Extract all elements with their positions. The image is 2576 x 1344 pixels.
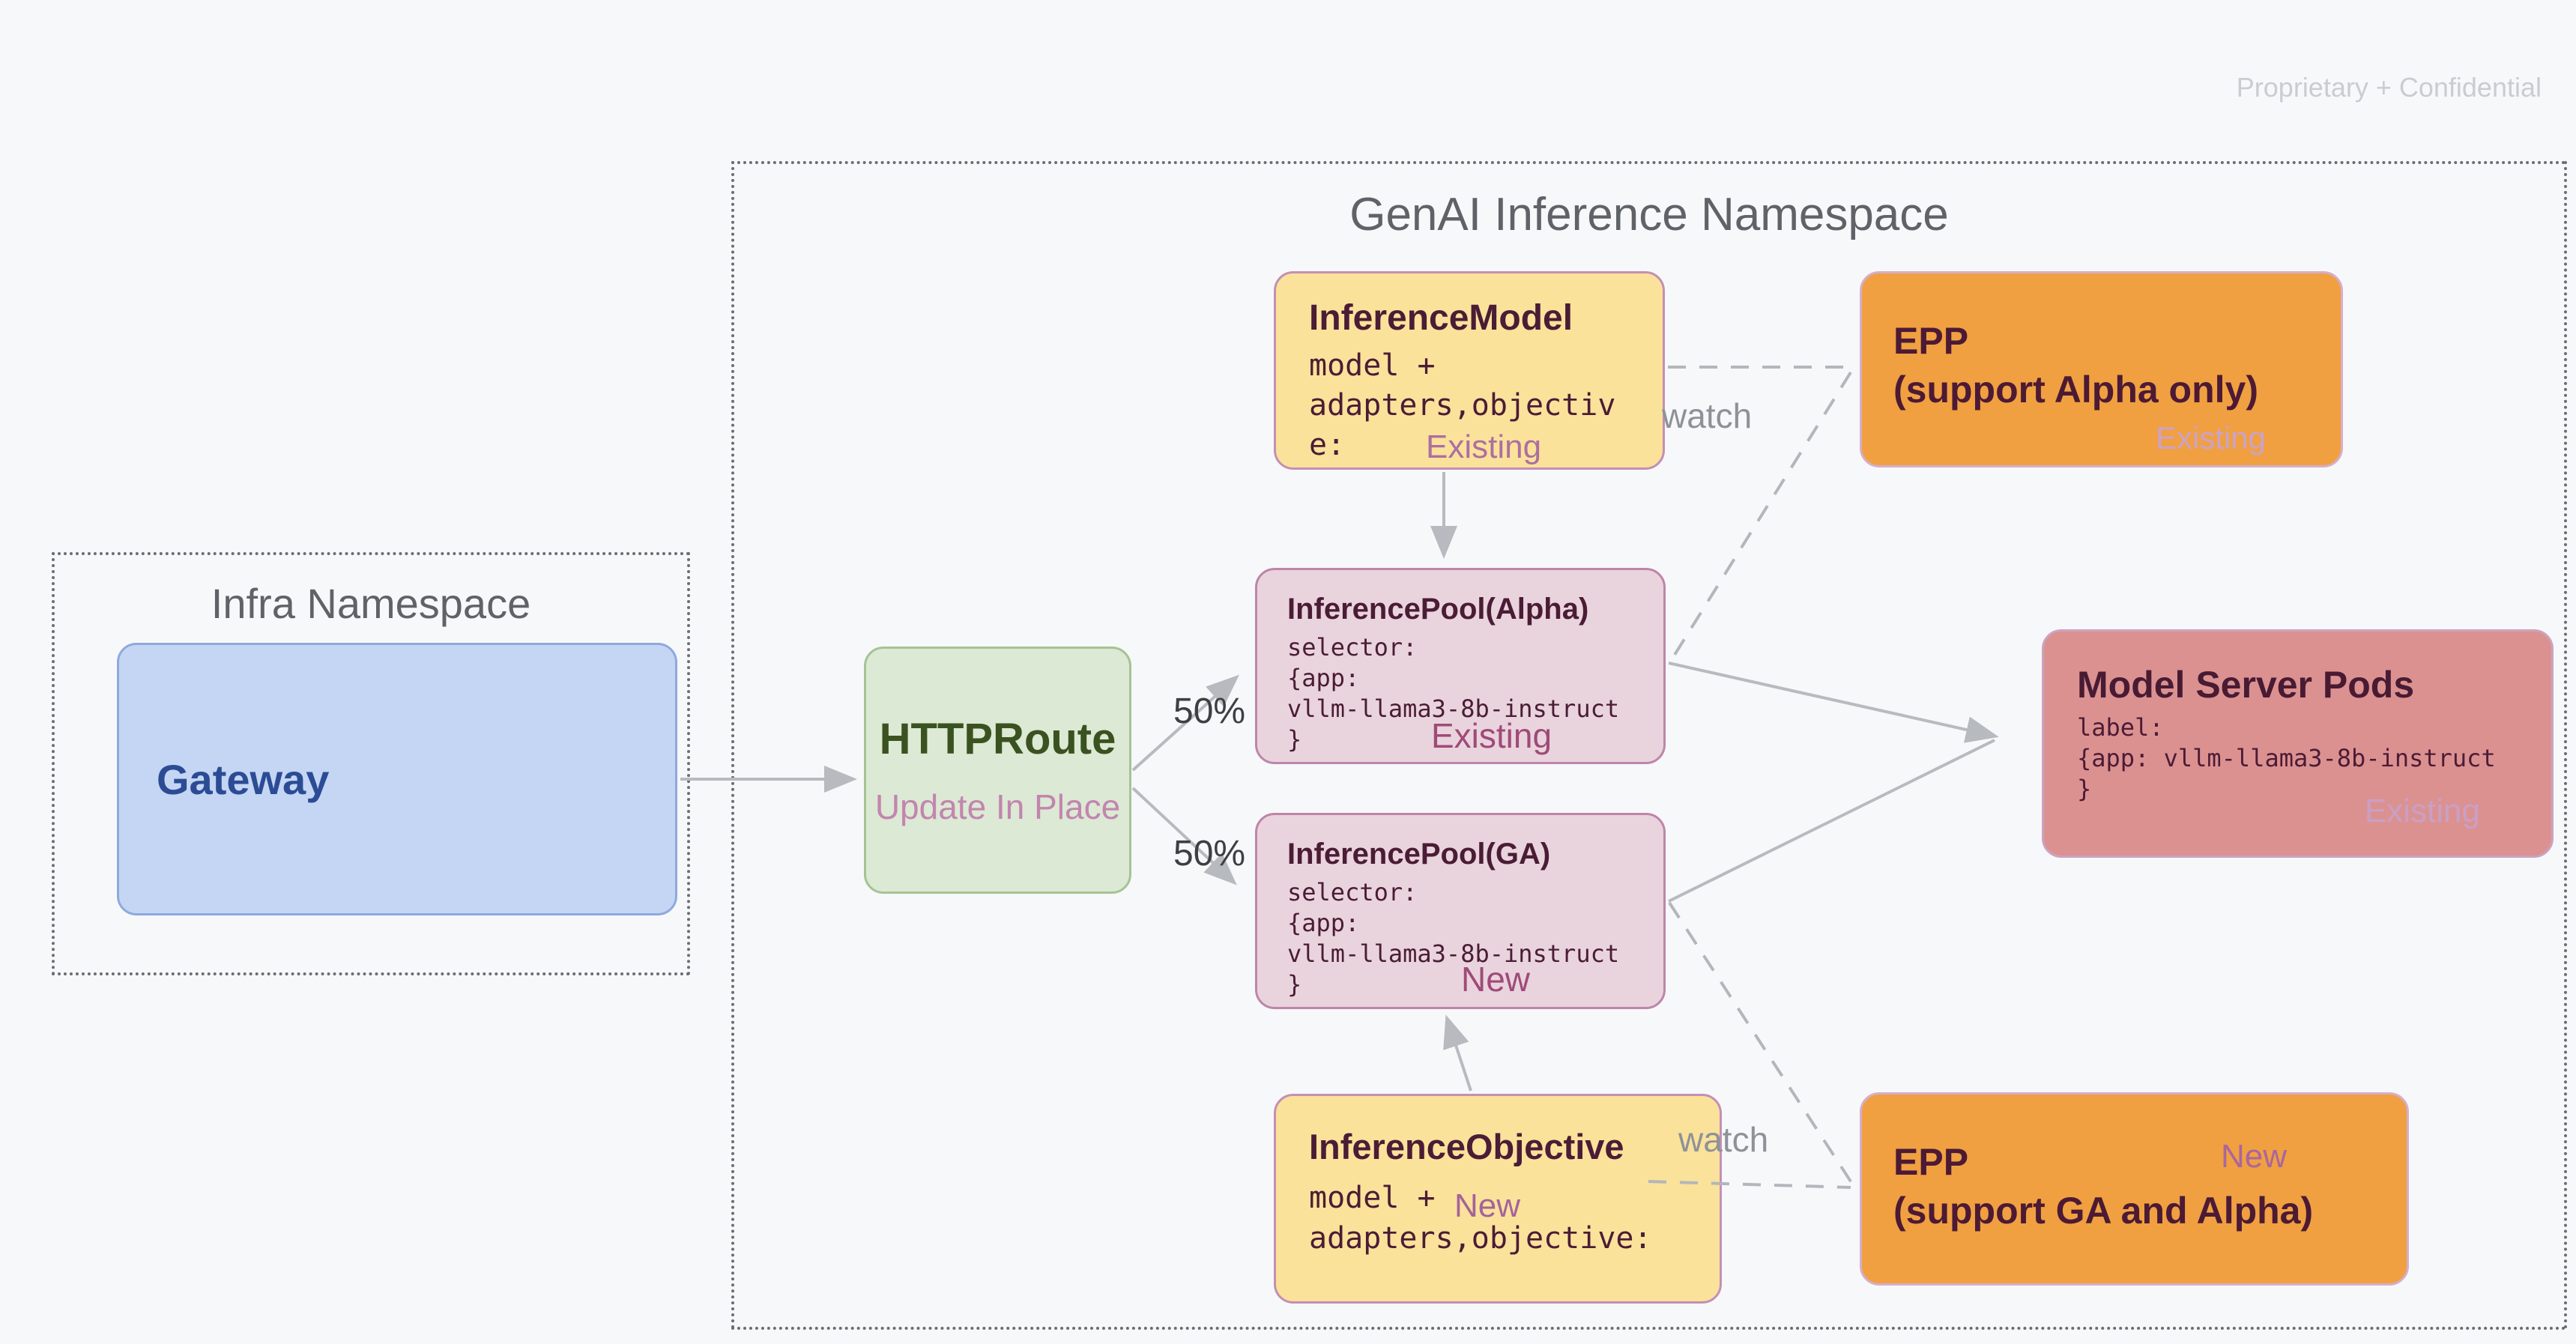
model-server-pods-code: label: {app: vllm-llama3-8b-instruct } [2077, 713, 2496, 803]
inference-model-node: InferenceModel model + adapters,objectiv… [1274, 271, 1665, 470]
inference-model-code: model + adapters,objectiv e: [1309, 348, 1616, 462]
epp-ga-title: EPP (support GA and Alpha) [1893, 1141, 2314, 1232]
genai-namespace-container: GenAI Inference Namespace [731, 161, 2567, 1330]
model-server-pods-node: Model Server Pods label: {app: vllm-llam… [2042, 629, 2554, 858]
epp-alpha-title: EPP (support Alpha only) [1893, 320, 2258, 411]
inference-pool-alpha-title: InferencePool(Alpha) [1287, 593, 1589, 626]
genai-namespace-title: GenAI Inference Namespace [1349, 189, 1949, 240]
epp-ga-status-badge: New [2220, 1138, 2287, 1175]
inference-pool-alpha-node: InferencePool(Alpha) selector: {app: vll… [1255, 568, 1666, 764]
confidential-watermark: Proprietary + Confidential [2236, 72, 2542, 103]
traffic-split-bottom-label: 50% [1173, 834, 1246, 874]
httproute-subtitle: Update In Place [874, 787, 1121, 826]
infra-namespace-title: Infra Namespace [211, 580, 531, 627]
httproute-title: HTTPRoute [879, 714, 1116, 763]
inference-objective-status-badge: New [1454, 1187, 1521, 1224]
inference-pool-alpha-status-badge: Existing [1431, 716, 1552, 755]
inference-pool-ga-title: InferencePool(GA) [1287, 838, 1551, 871]
watch-top-label: watch [1662, 396, 1753, 435]
inference-objective-node: InferenceObjective model + adapters,obje… [1274, 1094, 1722, 1304]
inference-model-title: InferenceModel [1309, 298, 1573, 338]
epp-alpha-status-badge: Existing [2155, 420, 2266, 455]
gateway-node: Gateway [117, 643, 677, 915]
httproute-node: HTTPRoute Update In Place [864, 647, 1131, 894]
model-server-pods-status-badge: Existing [2364, 793, 2480, 829]
inference-pool-alpha-code: selector: {app: vllm-llama3-8b-instruct … [1287, 633, 1620, 754]
epp-alpha-node: EPP (support Alpha only) Existing [1860, 271, 2343, 467]
inference-objective-code: model + adapters,objective: [1309, 1181, 1652, 1256]
epp-ga-node: EPP (support GA and Alpha) New [1860, 1092, 2409, 1286]
gateway-title: Gateway [157, 755, 330, 803]
traffic-split-top-label: 50% [1173, 691, 1246, 731]
inference-pool-ga-node: InferencePool(GA) selector: {app: vllm-l… [1255, 813, 1666, 1009]
inference-objective-title: InferenceObjective [1309, 1127, 1624, 1166]
watch-bottom-label: watch [1678, 1120, 1769, 1159]
inference-model-status-badge: Existing [1426, 429, 1542, 465]
infra-namespace-container: Infra Namespace [52, 552, 690, 975]
model-server-pods-title: Model Server Pods [2077, 664, 2415, 706]
inference-pool-ga-code: selector: {app: vllm-llama3-8b-instruct … [1287, 878, 1620, 999]
inference-pool-ga-status-badge: New [1461, 960, 1531, 999]
